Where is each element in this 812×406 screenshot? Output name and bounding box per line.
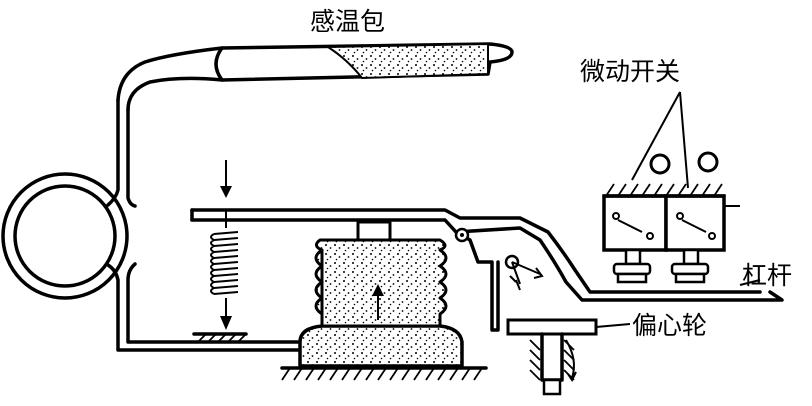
micro-switch-right <box>664 194 740 284</box>
label-eccentric-wheel: 偏心轮 <box>632 311 707 340</box>
label-micro-switch: 微动开关 <box>580 57 680 86</box>
switch-mount <box>602 151 726 198</box>
upward-arrow <box>372 284 384 320</box>
ground-hatch-main <box>280 366 488 381</box>
bellows <box>314 238 448 328</box>
micro-switch-left <box>602 194 668 284</box>
label-lever: 杠杆 <box>742 261 792 290</box>
label-sensing-bulb: 感温包 <box>310 7 385 36</box>
main-lever <box>190 208 784 332</box>
spring <box>210 210 239 330</box>
capillary-tube <box>106 98 302 352</box>
leader-lines <box>595 91 761 328</box>
spring-seat <box>192 332 248 343</box>
capillary-coil <box>1 172 129 300</box>
bellows-base <box>298 324 464 368</box>
eccentric-wheel <box>506 318 598 396</box>
pivot-small <box>504 254 544 291</box>
sensing-bulb <box>116 42 514 112</box>
down-arrow <box>220 160 232 198</box>
push-rod <box>356 220 392 242</box>
